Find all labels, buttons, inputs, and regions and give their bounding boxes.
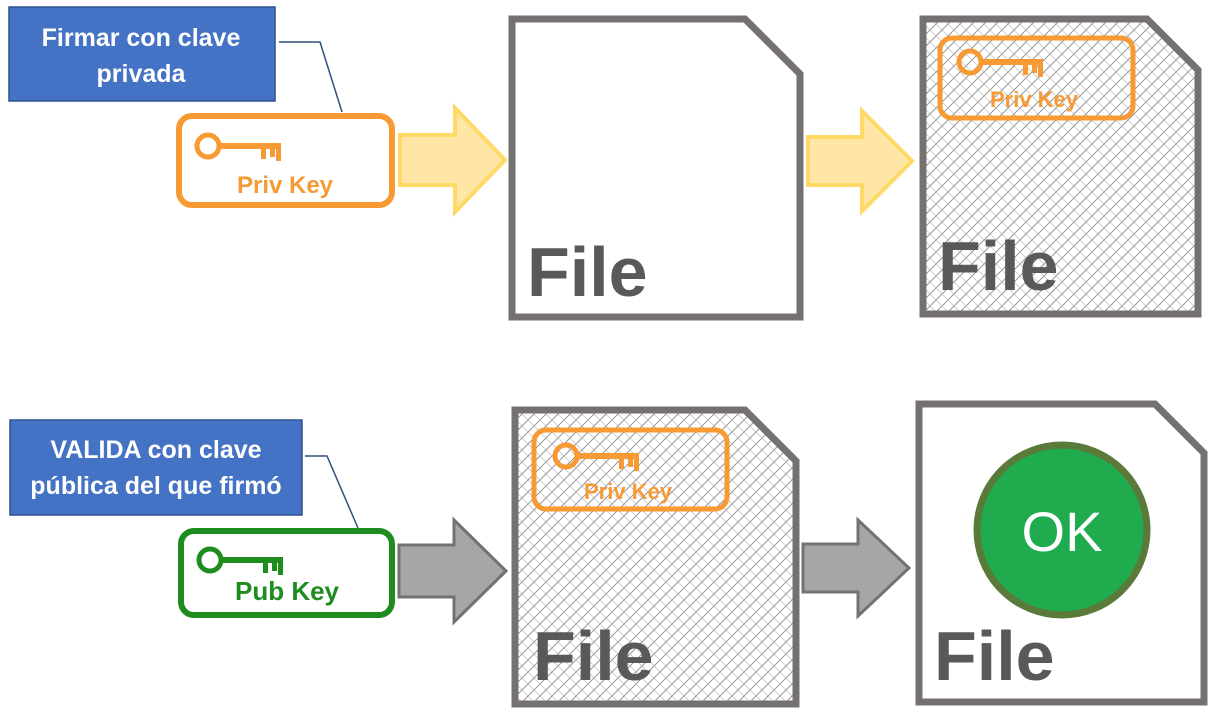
arrow-validate-1: [397, 516, 509, 626]
validated-file: OK File: [915, 400, 1208, 706]
signed-file-top: Priv Key File: [919, 15, 1202, 318]
arrow-sign-2: [806, 106, 915, 216]
embedded-private-key-bottom: Priv Key: [531, 427, 730, 512]
signed-file-bottom-label: File: [533, 617, 654, 695]
callout-connector-sign: [279, 41, 343, 113]
callout-sign-line2: privada: [97, 60, 187, 88]
plain-file-label: File: [527, 233, 648, 311]
validated-file-label: File: [934, 617, 1055, 695]
arrow-sign-1: [398, 103, 508, 217]
arrow-validate-2: [801, 516, 912, 620]
callout-validate-line1: VALIDA con clave: [50, 436, 261, 464]
embedded-private-key-top: Priv Key: [937, 35, 1136, 121]
ok-badge-label: OK: [1022, 500, 1103, 563]
callout-sign-line1: Firmar con clave: [42, 24, 241, 52]
private-key-box: Priv Key: [176, 113, 395, 208]
callout-validate-line2: pública del que firmó: [30, 472, 281, 500]
ok-badge: OK: [973, 441, 1151, 619]
callout-connector-validate: [305, 455, 359, 529]
signed-file-top-label: File: [938, 227, 1059, 305]
embedded-private-key-top-label: Priv Key: [990, 87, 1079, 112]
signed-file-bottom: Priv Key File: [511, 406, 800, 708]
plain-file: File: [508, 15, 804, 321]
embedded-private-key-bottom-label: Priv Key: [584, 479, 673, 504]
public-key-label: Pub Key: [235, 576, 340, 606]
private-key-label: Priv Key: [237, 172, 334, 199]
public-key-box: Pub Key: [178, 528, 395, 618]
callout-validate: VALIDA con clave pública del que firmó: [9, 419, 303, 516]
callout-sign: Firmar con clave privada: [8, 6, 276, 102]
